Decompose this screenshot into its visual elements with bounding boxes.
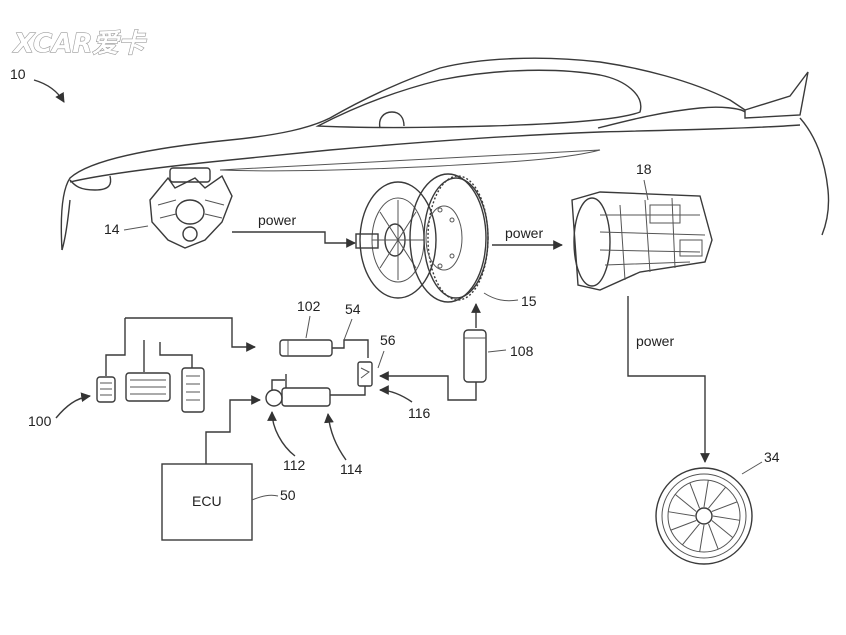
valve-node-drawing	[330, 361, 373, 396]
ecu-leader	[251, 494, 279, 501]
label-master-cylinder: 102	[297, 298, 321, 314]
wheel-spoke	[674, 494, 697, 512]
label-node-56: 56	[380, 332, 396, 348]
label-wheel: 34	[764, 449, 780, 465]
label-line-54: 54	[345, 301, 361, 317]
label-vehicle: 10	[10, 66, 26, 82]
wheel-spoke	[689, 482, 700, 509]
transmission-leader	[643, 179, 649, 201]
clutch-leader	[483, 292, 519, 302]
slave-cylinder-drawing	[265, 374, 331, 407]
label-engine: 14	[104, 221, 120, 237]
wheel-spoke	[668, 511, 696, 517]
wheel-spoke	[708, 486, 726, 509]
line-54-leader	[343, 318, 353, 341]
actuator-leader-arrow	[267, 411, 296, 457]
engine-leader	[123, 225, 149, 231]
flow-label-transmission-wheel: power	[636, 333, 674, 349]
wheel-spoke	[703, 480, 709, 508]
slave-cylinder-leader-arrow	[324, 413, 347, 461]
wheel-spoke	[670, 520, 697, 531]
node-56-leader	[377, 350, 385, 369]
wheel-spoke	[712, 515, 740, 521]
valve-leader-arrow	[379, 385, 413, 403]
label-clutch: 15	[521, 293, 537, 309]
label-slave-cylinder: 114	[340, 461, 363, 477]
flow-label-engine-clutch: power	[258, 212, 296, 228]
svg-text:XCAR爱卡: XCAR爱卡	[12, 29, 147, 59]
wheel-spoke	[682, 523, 700, 546]
flow-arrow-engine-clutch	[232, 231, 356, 248]
label-pedals: 100	[28, 413, 52, 429]
wheel-spoke	[711, 501, 738, 512]
ecu-signal-line	[205, 395, 261, 464]
wheel-spoke	[711, 520, 734, 538]
master-cylinder-drawing	[279, 339, 369, 358]
label-transmission: 18	[636, 161, 652, 177]
transmission-drawing	[571, 191, 713, 291]
label-ecu-ref: 50	[280, 487, 296, 503]
flow-label-clutch-transmission: power	[505, 225, 543, 241]
pedals-drawing	[96, 317, 256, 413]
wheel-spoke	[699, 524, 705, 552]
reservoir-leader	[487, 349, 507, 353]
pedals-leader-arrow	[55, 392, 91, 419]
clutch-flywheel-drawing	[355, 173, 489, 303]
reservoir-drawing	[379, 303, 487, 401]
wheel-leader	[741, 461, 763, 475]
flow-arrow-transmission-wheel	[627, 296, 710, 463]
label-actuator: 112	[283, 457, 306, 473]
ecu-box	[161, 463, 253, 541]
master-cylinder-leader	[305, 315, 311, 339]
engine-drawing	[149, 167, 233, 249]
ecu-label: ECU	[192, 493, 222, 509]
wheel-spoke	[708, 523, 719, 550]
xcar-watermark-logo: XCAR爱卡	[11, 28, 148, 59]
label-valve: 116	[408, 405, 431, 421]
vehicle-leader-arrow	[33, 79, 65, 103]
wheel-drawing	[655, 467, 753, 565]
label-reservoir: 108	[510, 343, 534, 359]
car-body-outline	[60, 57, 830, 251]
